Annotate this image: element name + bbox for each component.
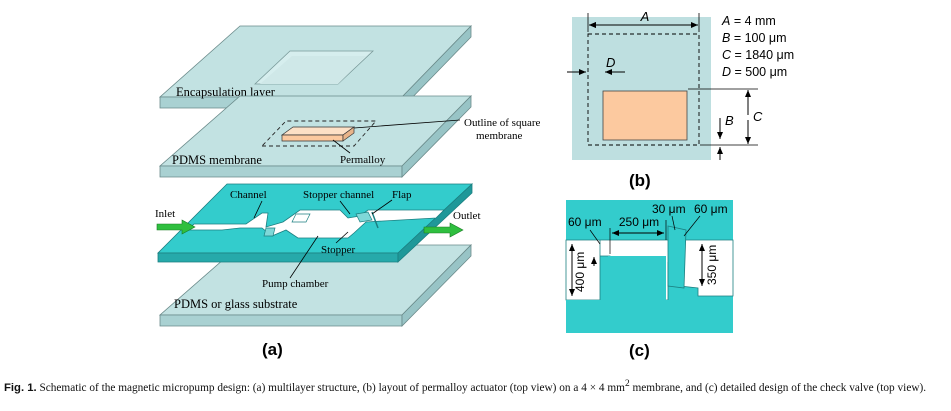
dim-60-right: 60 μm [694,202,728,216]
permalloy-label: Permalloy [340,154,386,166]
valve-flap [667,225,687,289]
legend-C: C = 1840 μm [722,48,794,62]
substrate-label: PDMS or glass substrate [174,297,298,311]
dim-250: 250 μm [619,215,659,229]
stopper-channel-label: Stopper channel [303,189,374,201]
encapsulation-layer [158,25,472,109]
membrane-layer-label: PDMS membrane [172,153,262,167]
inlet-arrow [156,219,196,235]
valve-stopper [608,256,666,300]
caption-superscript: 2 [624,379,630,389]
dim-400: 400 μm [573,252,587,292]
dim-B-label: B [725,113,734,128]
figure-caption: Fig. 1. Schematic of the magnetic microp… [4,376,948,396]
membrane-layer [158,95,472,178]
outlet-label: Outlet [453,210,481,222]
dim-C-label: C [753,109,763,124]
flap-label: Flap [392,189,412,201]
permalloy-block [280,126,356,142]
caption-label: Fig. 1. [4,381,37,394]
substrate-layer [158,244,472,327]
legend-B: B = 100 μm [722,31,787,45]
channel-layer [157,183,474,263]
panel-c-label: (c) [629,341,650,360]
dim-D-label: D [606,55,615,70]
outlet-arrow [423,222,464,238]
legend-D: D = 500 μm [722,65,787,79]
dim-A-label: A [640,9,650,24]
stopper-label: Stopper [321,244,356,256]
panel-a: Encapsulation layer PDMS membrane Outlin… [155,25,540,359]
dim-350: 350 μm [705,245,719,285]
outline-label-line1: Outline of square [464,117,540,129]
encapsulation-layer-label: Encapsulation layer [176,85,276,99]
panel-c: 250 μm 60 μm 30 μm 60 μm 400 μm 350 μm (… [565,200,734,360]
inlet-label: Inlet [155,208,175,220]
caption-text-1: Schematic of the magnetic micropump desi… [36,381,625,394]
dim-30: 30 μm [652,202,686,216]
panel-b-label: (b) [629,171,651,190]
figure-graphic: Encapsulation layer PDMS membrane Outlin… [155,9,794,360]
legend-A: A = 4 mm [721,14,776,28]
dimension-legend: A = 4 mm B = 100 μm C = 1840 μm D = 500 … [721,14,794,79]
channel-label: Channel [230,189,267,201]
membrane-outline-dashed [587,33,700,146]
square-membrane-outline [260,120,377,147]
panel-a-label: (a) [262,340,283,359]
dim-60-left: 60 μm [568,215,602,229]
pump-chamber-label: Pump chamber [262,278,329,290]
permalloy-actuator [602,90,688,141]
outline-label-line2: membrane [476,130,523,142]
panel-b: A D C B A = 4 mm B = 100 μm C = 1840 μm … [567,9,794,190]
caption-text-2: membrane, and (c) detailed design of the… [629,381,927,394]
